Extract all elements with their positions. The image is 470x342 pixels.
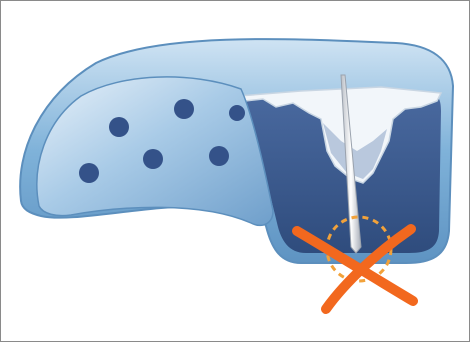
foam-dot <box>209 146 229 166</box>
foam-dot <box>174 99 194 119</box>
foam-dot <box>79 163 99 183</box>
foam-dot <box>143 149 163 169</box>
foam-dot <box>109 117 129 137</box>
foam-dot <box>229 105 245 121</box>
